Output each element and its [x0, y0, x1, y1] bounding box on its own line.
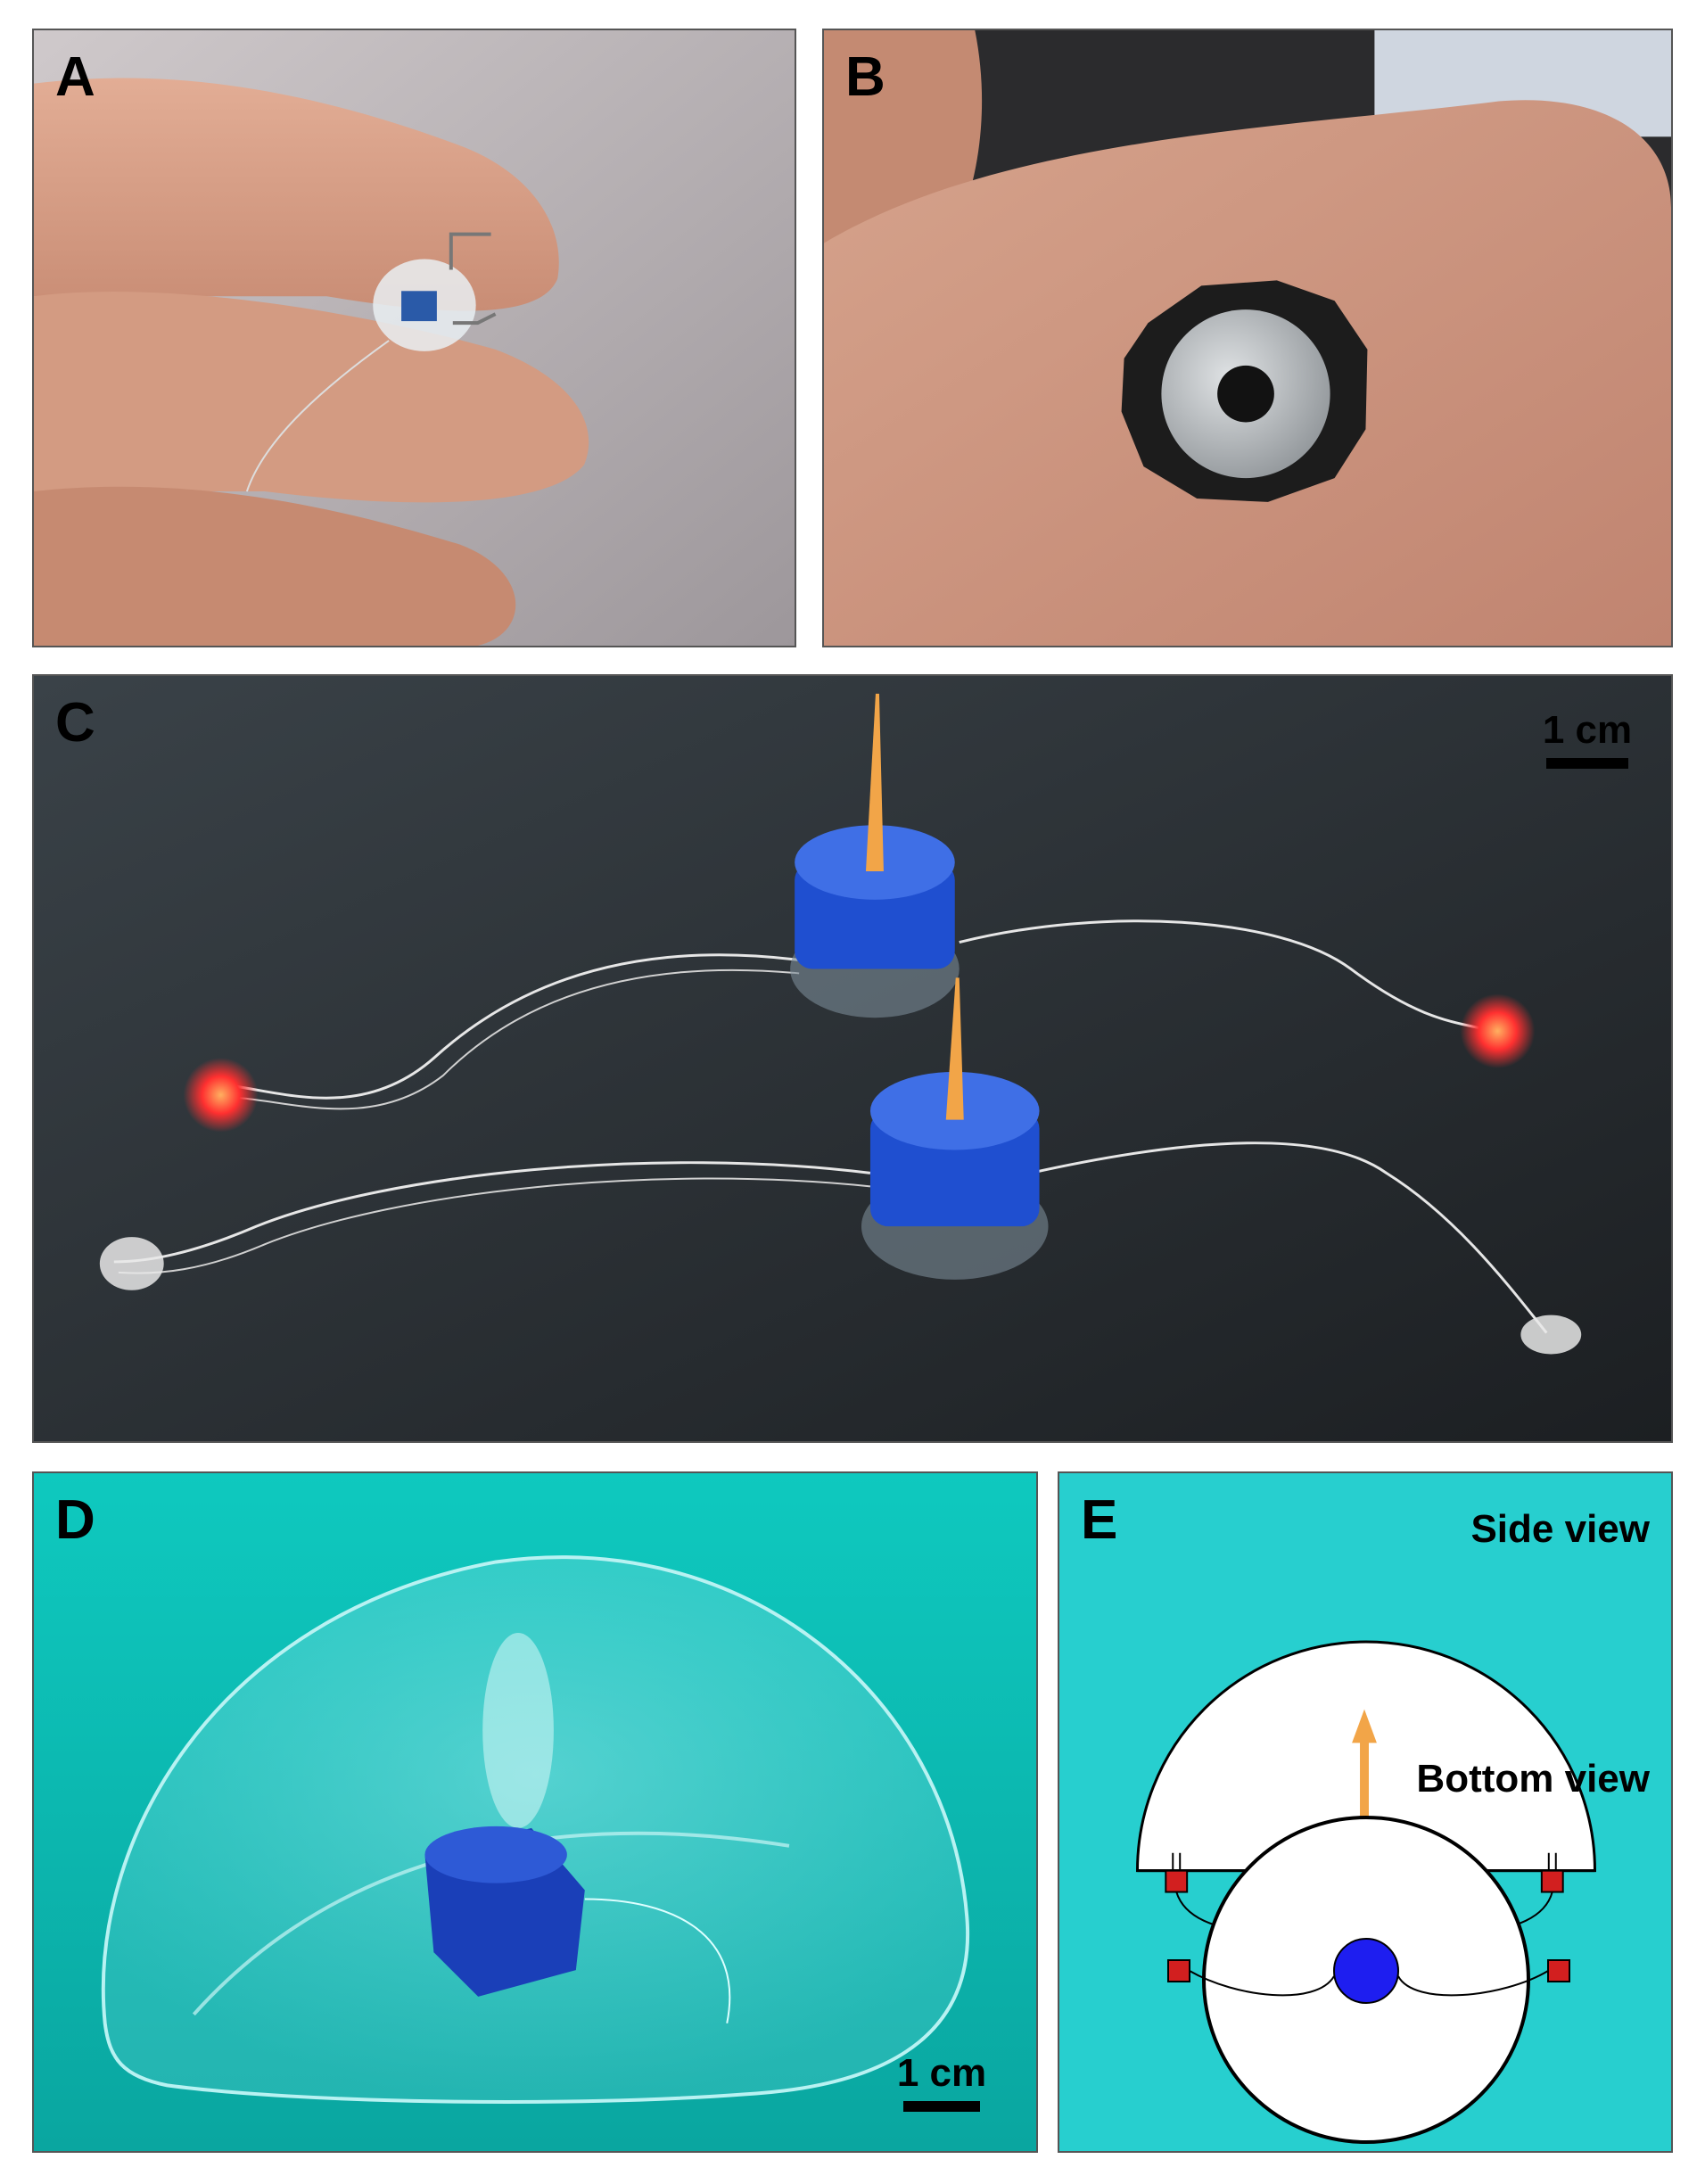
led-lit-left — [183, 1058, 259, 1133]
panel-label: E — [1081, 1489, 1118, 1551]
jellyfish-bell — [101, 1555, 970, 2104]
panel-a-photo: A — [32, 29, 796, 647]
panel-b-photo: B — [822, 29, 1673, 647]
side-view-led-left — [1165, 1869, 1189, 1893]
panel-e-diagram: E Side view Bottom view — [1058, 1471, 1673, 2153]
scale-bar: 1 cm — [1532, 708, 1643, 769]
scale-bar-label: 1 cm — [1542, 708, 1633, 752]
jellyfish-with-device-photo — [34, 1473, 1036, 2151]
led-lit-right — [1460, 993, 1536, 1068]
finger-holding-sensor-photo — [34, 30, 795, 646]
panel-label: D — [55, 1489, 95, 1551]
palm-holding-battery-photo — [824, 30, 1671, 646]
bottom-view-shapes — [1059, 1473, 1673, 2153]
two-devices-on-bench-photo — [34, 676, 1671, 1441]
panel-label: B — [845, 46, 885, 108]
bottom-view-label: Bottom view — [1416, 1757, 1650, 1801]
led-unlit-right — [1520, 1315, 1582, 1355]
orange-stick-2 — [945, 977, 964, 1120]
panel-label: C — [55, 692, 95, 754]
scale-bar: 1 cm — [886, 2051, 997, 2112]
panel-d-photo: D 1 cm — [32, 1471, 1038, 2153]
side-view-led-right — [1540, 1869, 1564, 1893]
orange-stick-1 — [865, 693, 884, 871]
stick-arrow-head — [1352, 1709, 1377, 1743]
side-view-label: Side view — [1470, 1507, 1650, 1551]
panel-c-photo: C 1 cm — [32, 674, 1673, 1443]
scale-bar-label: 1 cm — [896, 2051, 987, 2095]
led-unlit-left — [99, 1237, 164, 1290]
panel-label: A — [55, 46, 95, 108]
